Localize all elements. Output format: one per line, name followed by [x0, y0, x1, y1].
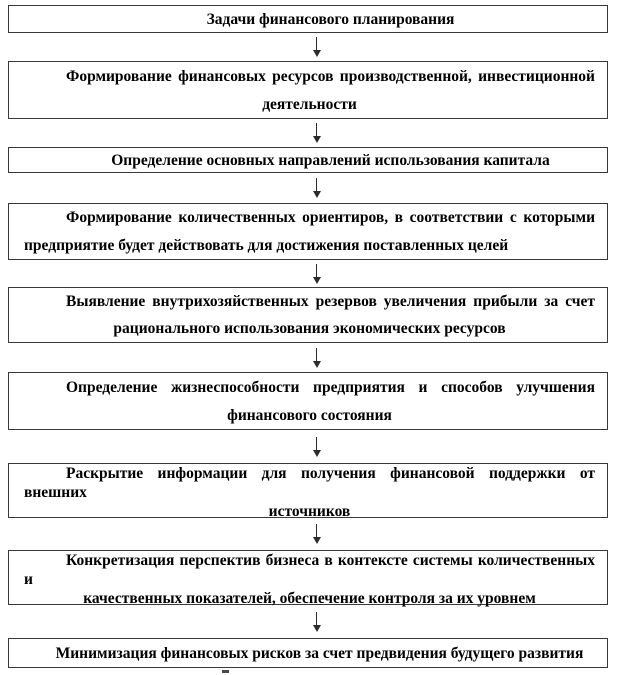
flow-box-8-line-1: Конкретизация перспектив бизнеса в конте… [24, 552, 595, 588]
flow-box-4-line-2: предприятие будет действовать для достиж… [24, 236, 509, 254]
down-arrow-1 [312, 37, 321, 57]
flow-box-5: Выявление внутрихозяйственных резервов у… [8, 287, 608, 343]
flow-box-5-line-2: рационального использования экономически… [113, 320, 506, 337]
down-arrow-8 [312, 612, 321, 632]
down-arrow-5 [312, 348, 321, 368]
flow-box-2-line-1: Формирование финансовых ресурсов произво… [66, 67, 595, 85]
flow-box-6-line-1: Определение жизнеспособности предприятия… [66, 378, 595, 396]
flow-box-3-text: Определение основных направлений использ… [111, 151, 550, 169]
flow-box-6: Определение жизнеспособности предприятия… [8, 372, 608, 430]
flow-box-8: Конкретизация перспектив бизнеса в конте… [8, 550, 608, 607]
flow-box-4-line-1: Формирование количественных ориентиров, … [66, 209, 595, 227]
flow-box-2-line-2: деятельности [262, 95, 357, 113]
flow-box-8-line-2: качественных показателей, обеспечение ко… [83, 590, 536, 607]
down-arrow-3 [312, 178, 321, 198]
flow-box-7: Раскрытие информации для получения финан… [8, 463, 608, 520]
flow-box-5-line-1: Выявление внутрихозяйственных резервов у… [66, 293, 595, 310]
down-arrow-2 [312, 123, 321, 143]
flow-box-9-text: Минимизация финансовых рисков за счет пр… [55, 644, 584, 662]
down-arrow-4 [312, 264, 321, 284]
flow-box-7-line-1: Раскрытие информации для получения финан… [24, 465, 595, 501]
cutoff-mark [222, 670, 229, 673]
flow-box-1: Задачи финансового планирования [8, 5, 608, 33]
flow-box-1-text: Задачи финансового планирования [206, 10, 455, 28]
flow-box-9: Минимизация финансовых рисков за счет пр… [8, 638, 608, 668]
flow-box-4: Формирование количественных ориентиров, … [8, 203, 608, 260]
flow-box-6-line-2: финансового состояния [227, 406, 392, 424]
flow-box-3: Определение основных направлений использ… [8, 147, 608, 173]
flow-box-7-line-2: источников [268, 503, 351, 520]
down-arrow-6 [312, 437, 321, 457]
flow-box-2: Формирование финансовых ресурсов произво… [8, 61, 608, 119]
down-arrow-7 [312, 524, 321, 544]
